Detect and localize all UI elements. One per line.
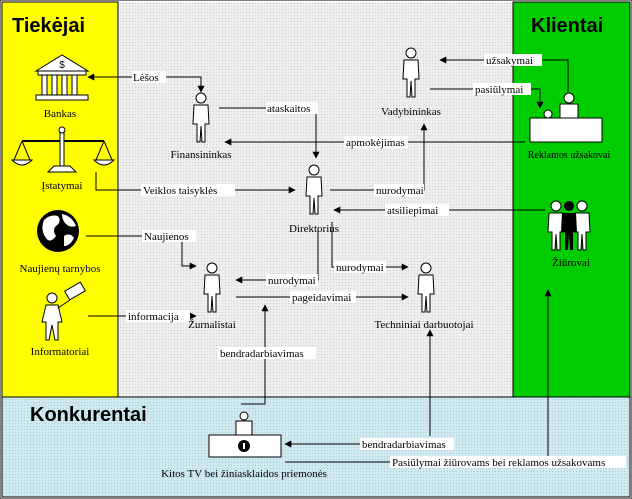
label-rules: Veiklos taisyklės — [143, 185, 217, 197]
node-journalists: Žurnalistai — [188, 319, 236, 331]
edge-funds — [87, 73, 205, 93]
label-news: Naujienos — [144, 231, 189, 243]
node-informants: Informatoriai — [31, 346, 90, 358]
edge-orders — [439, 56, 569, 92]
edge-offers — [430, 88, 544, 109]
edge-label-backgrounds — [126, 54, 626, 468]
node-other-media: Kitos TV bei žiniasklaidos priemonės — [161, 468, 327, 480]
label-reports: ataskaitos — [267, 103, 310, 115]
scales-icon — [10, 126, 116, 173]
label-instructions-journalists: nurodymai — [268, 275, 316, 287]
label-offers: pasiūlymai — [475, 84, 523, 96]
node-director: Direktorius — [289, 223, 339, 235]
viewers-icon — [547, 200, 591, 251]
label-information: informacija — [128, 311, 179, 323]
clients-zone — [512, 1, 631, 398]
node-news-services: Naujienų tarnybos — [20, 263, 101, 275]
svg-text:$: $ — [59, 60, 65, 71]
label-instructions-tech: nurodymai — [336, 262, 384, 274]
node-manager: Vadybininkas — [381, 106, 441, 118]
suppliers-title: Tiekėjai — [12, 15, 85, 37]
other-media-icon — [208, 411, 282, 458]
label-wishes: pageidavimai — [292, 292, 351, 304]
informant-icon — [41, 281, 86, 341]
node-advertisers: Reklamos užsakovai — [528, 150, 611, 161]
label-offers-to-viewers: Pasiūlymai žiūrovams bei reklamos užsako… — [392, 457, 605, 469]
competitors-title: Konkurentai — [30, 404, 147, 426]
globe-icon — [37, 210, 79, 252]
node-viewers: Žiūrovai — [552, 257, 590, 269]
node-technical-staff: Techniniai darbuotojai — [374, 319, 473, 331]
label-cooperation-vertical: bendradarbiavimas — [220, 348, 304, 360]
clients-title: Klientai — [531, 15, 603, 37]
edge-cooperation-vertical — [241, 304, 269, 405]
advertiser-desk-icon — [529, 92, 603, 143]
label-instructions-manager: nurodymai — [376, 185, 424, 197]
bank-icon: $ — [34, 54, 90, 101]
label-funds: Lėšos — [133, 72, 159, 84]
edge-news — [86, 235, 197, 270]
node-financier: Finansininkas — [170, 149, 231, 161]
label-cooperation-horizontal: bendradarbiavimas — [362, 439, 446, 451]
node-bank: Bankas — [44, 108, 76, 120]
label-feedback: atsiliepimai — [387, 205, 438, 217]
label-payments: apmokėjimas — [346, 137, 405, 149]
label-orders: užsakymai — [486, 55, 533, 67]
competitors-zone — [1, 396, 631, 498]
node-laws: Įstatymai — [42, 180, 83, 192]
